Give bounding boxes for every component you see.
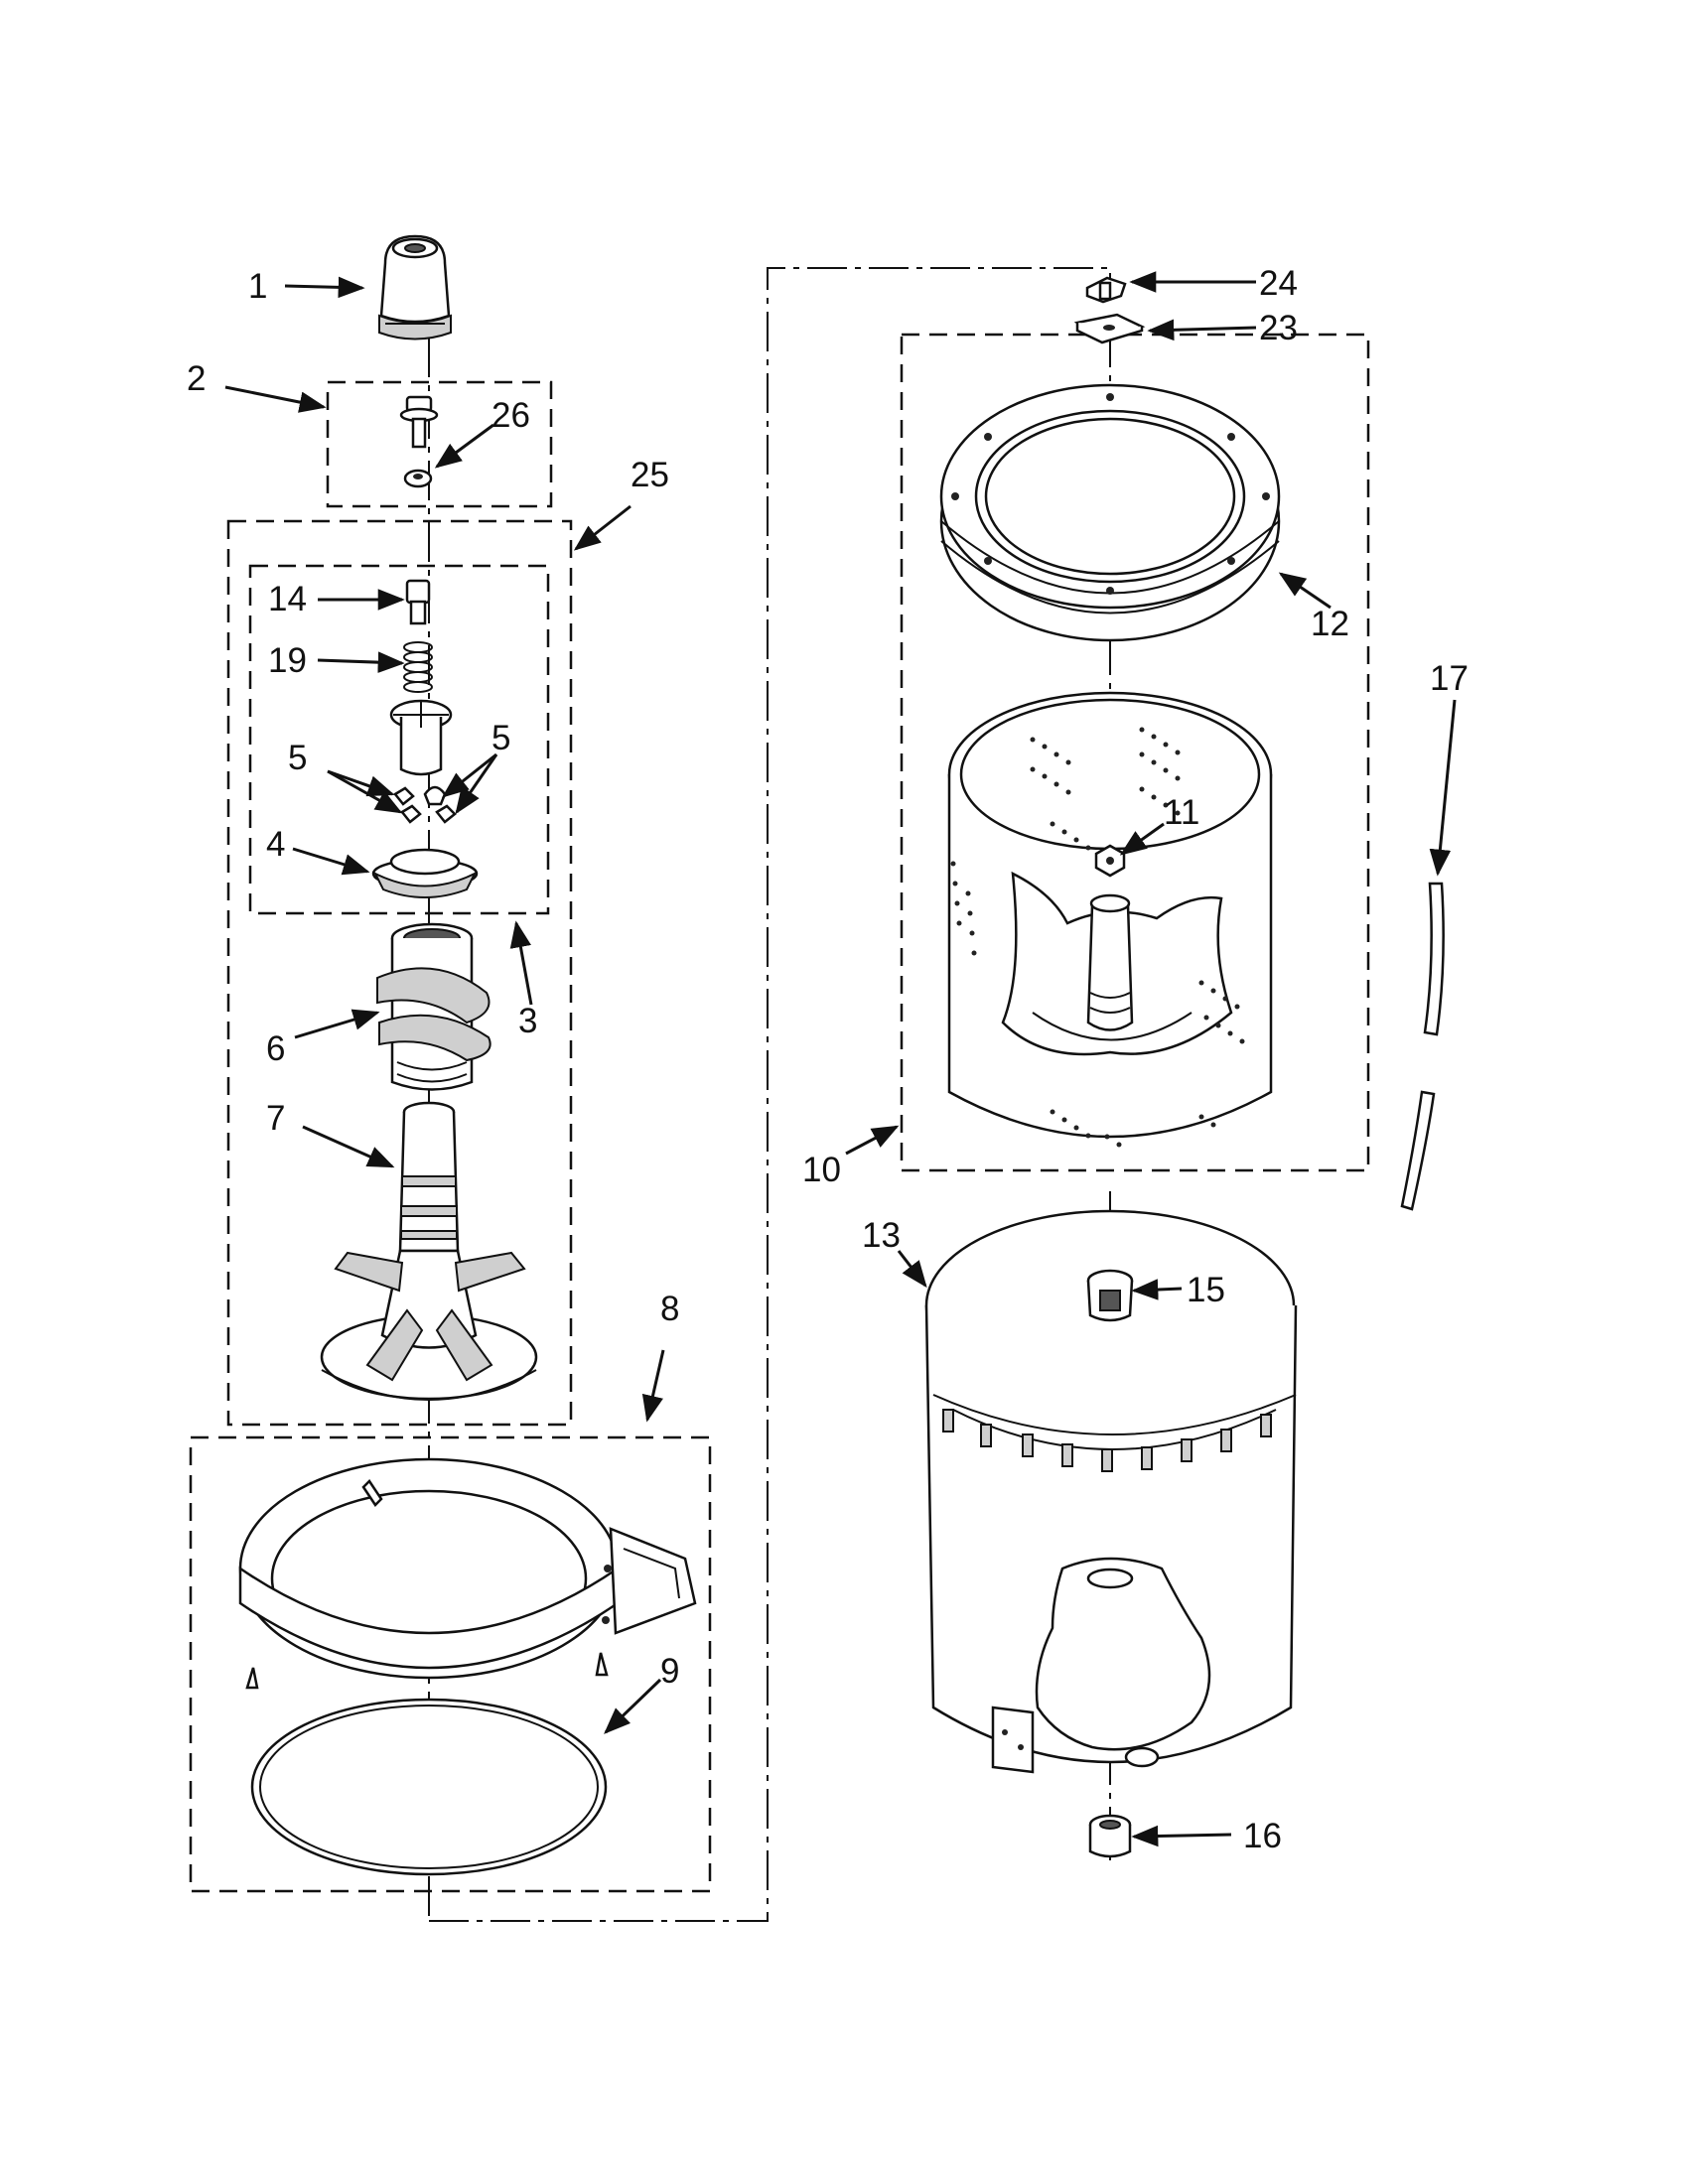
callout-14: 14 bbox=[268, 580, 307, 618]
part-15-bearing bbox=[1086, 1269, 1134, 1322]
part-5-dogs bbox=[393, 785, 457, 824]
callout-8: 8 bbox=[660, 1290, 679, 1328]
part-19-spring bbox=[403, 641, 433, 693]
callout-12: 12 bbox=[1311, 605, 1349, 643]
part-17-hose bbox=[1400, 882, 1445, 1211]
part-11-drive-hub bbox=[1094, 844, 1126, 878]
callout-19: 19 bbox=[268, 641, 307, 680]
part-12-balance-ring bbox=[939, 383, 1281, 642]
callout-3: 3 bbox=[518, 1002, 537, 1040]
part-23-hub-nut bbox=[1073, 313, 1146, 344]
callout-2: 2 bbox=[187, 359, 206, 398]
callout-labels: 1 2 26 25 14 19 5 5 4 3 6 7 8 9 24 23 12… bbox=[187, 264, 1469, 1855]
part-4-dog-ring bbox=[371, 848, 479, 898]
part-6-agitator-auger bbox=[376, 922, 491, 1091]
part-14-screw bbox=[405, 579, 431, 625]
group-box-2 bbox=[326, 380, 553, 508]
part-8-tub-ring bbox=[238, 1457, 697, 1731]
callout-5-left: 5 bbox=[288, 739, 307, 777]
callout-1: 1 bbox=[248, 267, 267, 306]
part-26-washer bbox=[403, 469, 433, 488]
spin-basket bbox=[947, 691, 1273, 1148]
part-16-drain-fitting bbox=[1088, 1814, 1132, 1858]
part-9-tub-seal bbox=[250, 1698, 608, 1876]
group-box-25 bbox=[226, 519, 573, 1427]
callout-11: 11 bbox=[1164, 793, 1199, 832]
callout-6: 6 bbox=[266, 1029, 285, 1068]
part-24-clip bbox=[1085, 276, 1127, 304]
callout-4: 4 bbox=[266, 825, 285, 864]
leader-arrows bbox=[224, 271, 1457, 1847]
callout-17: 17 bbox=[1430, 659, 1469, 698]
agitator-cam bbox=[389, 699, 453, 776]
part-7-agitator-base bbox=[320, 1101, 538, 1401]
callout-9: 9 bbox=[660, 1652, 679, 1691]
group-box-8 bbox=[189, 1435, 712, 1893]
callout-15: 15 bbox=[1187, 1271, 1225, 1309]
group-box-3 bbox=[248, 564, 550, 915]
callout-23: 23 bbox=[1259, 309, 1298, 347]
group-box-10 bbox=[900, 333, 1370, 1172]
callout-7: 7 bbox=[266, 1099, 285, 1138]
part-1-agitator-cap bbox=[378, 234, 452, 341]
callout-13: 13 bbox=[862, 1216, 901, 1255]
callout-26: 26 bbox=[491, 396, 530, 435]
part-2-bolt bbox=[399, 395, 439, 449]
callout-10: 10 bbox=[802, 1151, 841, 1189]
callout-5-right: 5 bbox=[491, 719, 510, 757]
callout-24: 24 bbox=[1259, 264, 1298, 303]
callout-25: 25 bbox=[631, 456, 669, 494]
callout-16: 16 bbox=[1243, 1817, 1282, 1855]
